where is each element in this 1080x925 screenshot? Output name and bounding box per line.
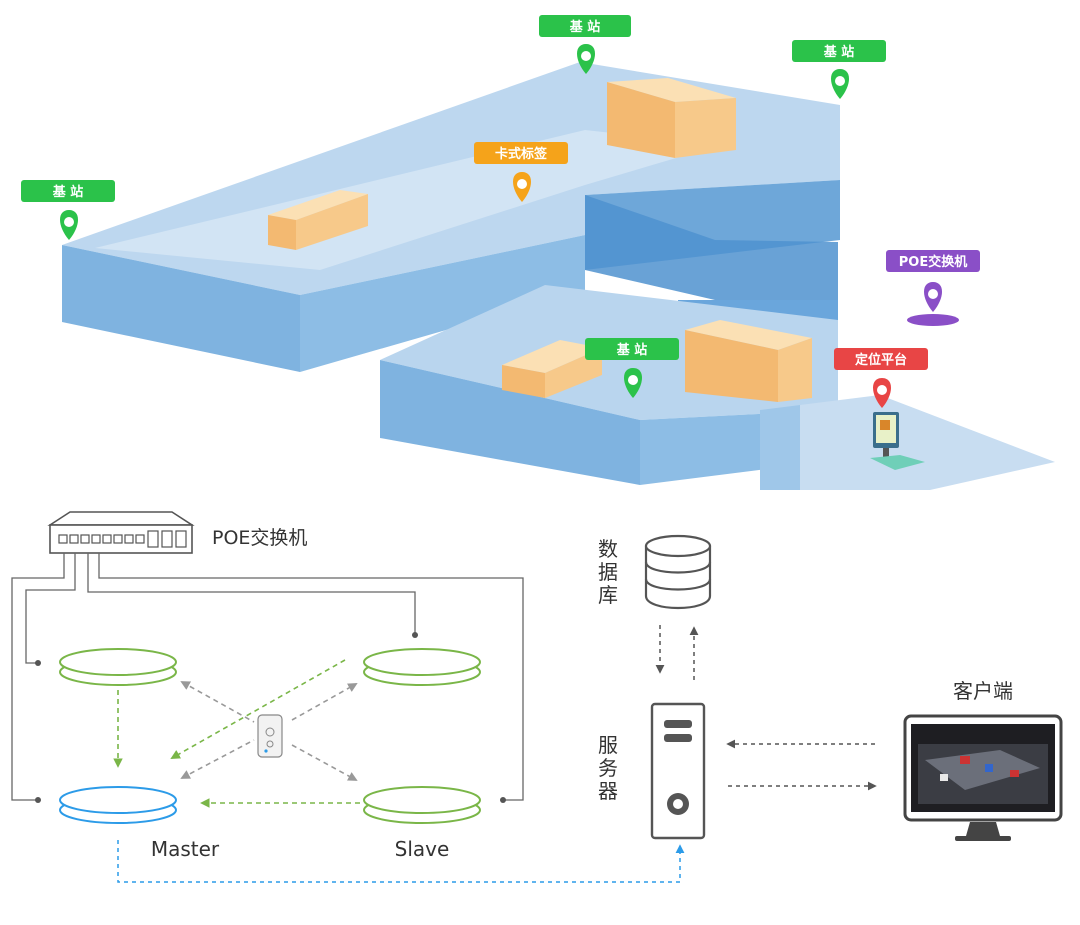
slave-label: Slave <box>395 837 450 861</box>
station-marker: 基 站 <box>539 15 631 74</box>
signal-arrow <box>180 739 255 779</box>
master-label: Master <box>151 837 220 861</box>
anchor-top-right <box>363 648 481 686</box>
svg-text:卡式标签: 卡式标签 <box>495 146 548 162</box>
platform-marker: 定位平台 <box>834 348 928 408</box>
master-server-link <box>117 840 685 883</box>
card-tag-marker: 卡式标签 <box>474 142 568 202</box>
server-label: 服 务 器 <box>598 733 624 803</box>
poe-switch-device <box>47 511 195 554</box>
poe-switch-label: POE交换机 <box>212 527 307 549</box>
svg-text:定位平台: 定位平台 <box>854 352 907 368</box>
client-monitor-icon <box>903 714 1063 841</box>
signal-arrow <box>291 744 358 781</box>
shelf-box <box>268 190 368 250</box>
card-tag-device <box>257 714 283 758</box>
svg-text:基 站: 基 站 <box>569 19 601 35</box>
station-marker: 基 站 <box>792 40 886 99</box>
platform-computer <box>870 412 925 470</box>
anchor-top-left <box>59 648 177 686</box>
svg-text:POE交换机: POE交换机 <box>899 254 967 270</box>
shelf-box <box>685 320 812 402</box>
database-icon <box>644 534 712 610</box>
poe-switch-marker: POE交换机 <box>886 250 980 326</box>
svg-text:基 站: 基 站 <box>52 184 84 200</box>
shelf-box <box>502 340 602 398</box>
shelf-box <box>607 78 736 158</box>
anchor-master <box>59 786 177 824</box>
client-label: 客户端 <box>953 679 1013 703</box>
svg-text:基 站: 基 站 <box>616 342 648 358</box>
station-marker: 基 站 <box>585 338 679 398</box>
svg-text:基 站: 基 站 <box>823 44 855 60</box>
signal-arrow <box>180 681 255 723</box>
signal-arrow <box>291 683 358 721</box>
sync-arrow <box>170 659 346 759</box>
server-icon <box>650 702 706 840</box>
poe-wiring <box>11 553 524 801</box>
floor-plan-3d <box>62 62 1055 490</box>
anchor-slave <box>363 786 481 824</box>
database-label: 数 据 库 <box>598 537 624 607</box>
station-marker: 基 站 <box>21 180 115 240</box>
